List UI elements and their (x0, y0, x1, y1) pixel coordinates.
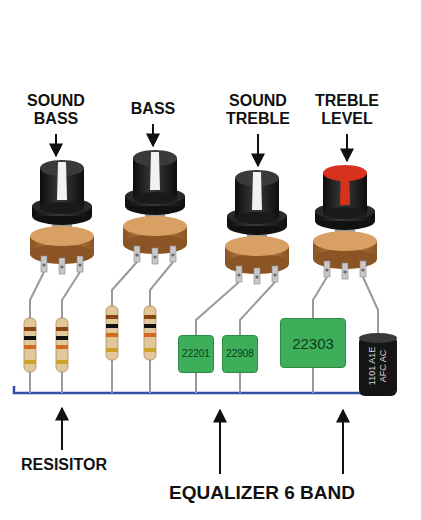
capacitor-code: 22908 (226, 348, 254, 360)
potentiometer (30, 160, 94, 274)
control-label: TREBLE LEVEL (309, 92, 385, 128)
resistor-symbol (106, 306, 118, 360)
capacitor-code: 22201 (182, 348, 210, 360)
potentiometer (123, 150, 187, 264)
capacitor-top (359, 333, 397, 343)
control-label: BASS (118, 100, 188, 118)
bus-wire (14, 386, 392, 393)
capacitor-code: 22303 (292, 335, 334, 352)
control-label: SOUND BASS (21, 92, 91, 128)
leader-arrow (56, 124, 347, 474)
part-caption: EQUALIZER 6 BAND (132, 482, 392, 503)
potentiometer (225, 170, 289, 284)
control-label: SOUND TREBLE (220, 92, 296, 128)
potentiometer (313, 165, 377, 279)
resistor-symbol (24, 318, 36, 372)
resistor-symbol (144, 306, 156, 360)
resistor-symbol (56, 318, 68, 372)
film-capacitor: 22908 (222, 335, 258, 373)
part-caption: RESISITOR (4, 456, 124, 474)
lead-wire (30, 262, 378, 396)
electrolytic-capacitor (359, 336, 397, 396)
capacitor-code: AFC AC (378, 350, 389, 383)
capacitor-code: 1101 A1E (367, 347, 378, 385)
film-capacitor: 22303 (280, 318, 346, 368)
film-capacitor: 22201 (178, 335, 214, 373)
electrolytic-capacitor-label: 1101 A1EAFC AC (362, 338, 394, 394)
